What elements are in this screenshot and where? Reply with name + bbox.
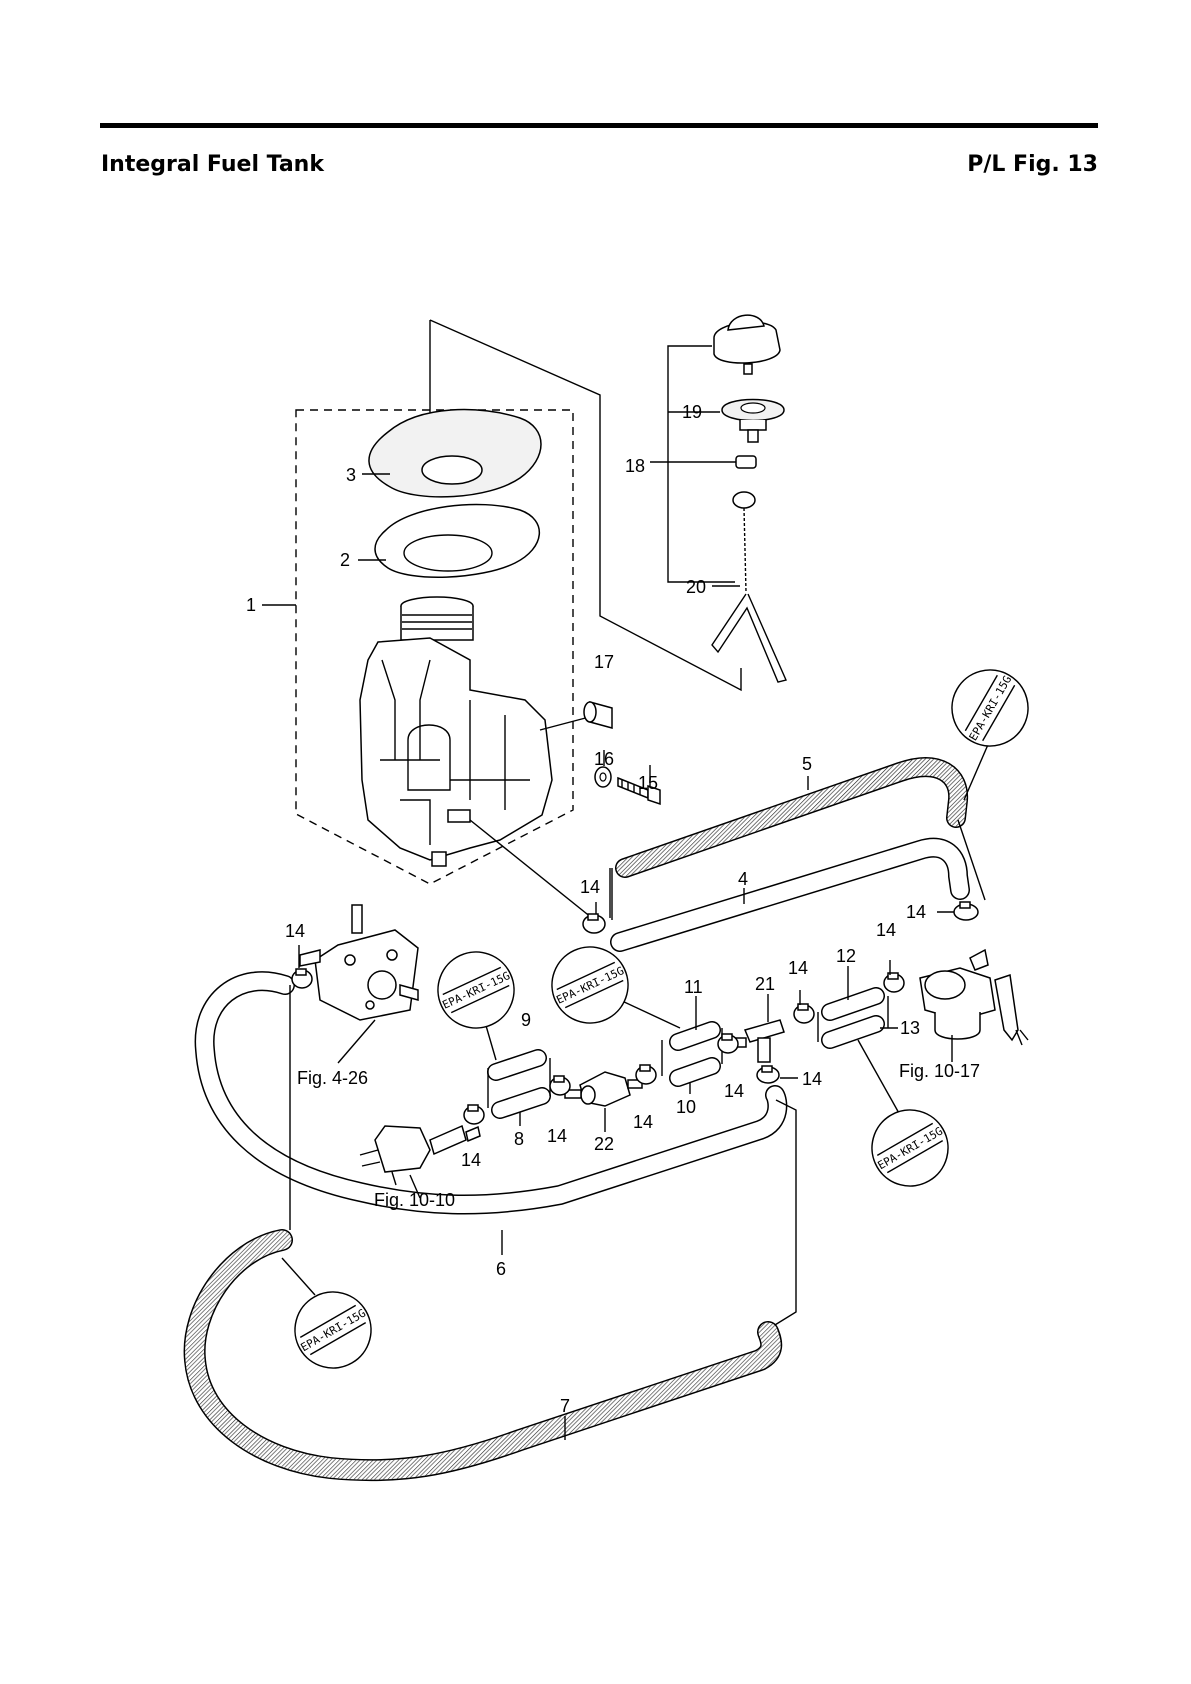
fuel-cock xyxy=(920,950,1028,1045)
clamp-h xyxy=(884,973,904,992)
fuel-pump xyxy=(300,905,418,1020)
washer xyxy=(595,767,611,787)
label-1: 1 xyxy=(246,595,256,615)
hose-11 xyxy=(678,1030,712,1042)
label-11: 11 xyxy=(684,977,703,997)
arrow-stamp-hose7 xyxy=(282,1258,315,1295)
label-14-d: 14 xyxy=(547,1126,567,1146)
epa-stamp-4: EPA-KRI-15G xyxy=(858,1096,962,1200)
link-6-to-7-right xyxy=(770,1100,796,1328)
label-13: 13 xyxy=(900,1018,920,1038)
label-14-i: 14 xyxy=(906,902,926,922)
label-14-e: 14 xyxy=(633,1112,653,1132)
fuel-hose-7 xyxy=(195,1240,772,1470)
label-7: 7 xyxy=(560,1396,570,1416)
clamp-f xyxy=(718,1034,738,1053)
label-16: 16 xyxy=(594,749,614,769)
label-14-h: 14 xyxy=(876,920,896,940)
epa-stamp-5: EPA-KRI-15G xyxy=(281,1278,385,1382)
epa-stamp-2: EPA-KRI-15G xyxy=(426,940,527,1041)
hose-8 xyxy=(500,1096,542,1110)
leader-tank-to-clamp14 xyxy=(470,820,592,918)
clamp-g xyxy=(794,1004,814,1023)
label-4: 4 xyxy=(738,869,748,889)
ref-fig-10-10: Fig. 10-10 xyxy=(374,1190,455,1210)
dipstick xyxy=(712,492,786,682)
ref-fig-10-17: Fig. 10-17 xyxy=(899,1061,980,1081)
epa-stamp-1: EPA-KRI-15G xyxy=(938,656,1042,760)
bracket-4-5 xyxy=(610,868,612,920)
filter-pad xyxy=(369,410,541,497)
label-10: 10 xyxy=(676,1097,696,1117)
label-9: 9 xyxy=(521,1010,531,1030)
clamp-i xyxy=(954,902,978,920)
gasket xyxy=(375,504,539,577)
hose-9 xyxy=(496,1058,538,1072)
label-14-c: 14 xyxy=(461,1150,481,1170)
hose-13 xyxy=(830,1024,876,1040)
arrow-stamp-breather xyxy=(964,740,990,800)
inline-filter xyxy=(565,1072,642,1106)
arrow-stamp-hose13 xyxy=(858,1040,900,1115)
label-20: 20 xyxy=(686,577,706,597)
label-14-g: 14 xyxy=(788,958,808,978)
label-22: 22 xyxy=(594,1134,614,1154)
clamp-c xyxy=(464,1105,484,1124)
hose-10 xyxy=(678,1066,712,1078)
fuel-tank xyxy=(360,597,552,866)
fuel-cap xyxy=(714,315,780,374)
label-6: 6 xyxy=(496,1259,506,1279)
grommet xyxy=(584,702,612,728)
bracket-cap-group xyxy=(668,346,735,582)
label-15: 15 xyxy=(638,773,658,793)
label-19: 19 xyxy=(682,402,702,422)
hose-12 xyxy=(830,996,876,1012)
label-17: 17 xyxy=(594,652,614,672)
ref-fig-4-26: Fig. 4-26 xyxy=(297,1068,368,1088)
label-3: 3 xyxy=(346,465,356,485)
label-12: 12 xyxy=(836,946,856,966)
clamp-d xyxy=(550,1076,570,1095)
clamp-j xyxy=(757,1066,779,1083)
arrow-stamp-hose11 xyxy=(620,1000,680,1028)
label-18: 18 xyxy=(625,456,645,476)
label-14-j: 14 xyxy=(802,1069,822,1089)
label-21: 21 xyxy=(755,974,775,994)
label-14-b: 14 xyxy=(285,921,305,941)
clamp-b xyxy=(292,969,312,988)
label-8: 8 xyxy=(514,1129,524,1149)
clip xyxy=(736,456,756,468)
label-5: 5 xyxy=(802,754,812,774)
label-14-f: 14 xyxy=(724,1081,744,1101)
clamp-e xyxy=(636,1065,656,1084)
cap-seal xyxy=(722,400,784,443)
label-14-a: 14 xyxy=(580,877,600,897)
clamp-a xyxy=(583,914,605,933)
leader-fig-4-26 xyxy=(338,1020,375,1063)
label-2: 2 xyxy=(340,550,350,570)
